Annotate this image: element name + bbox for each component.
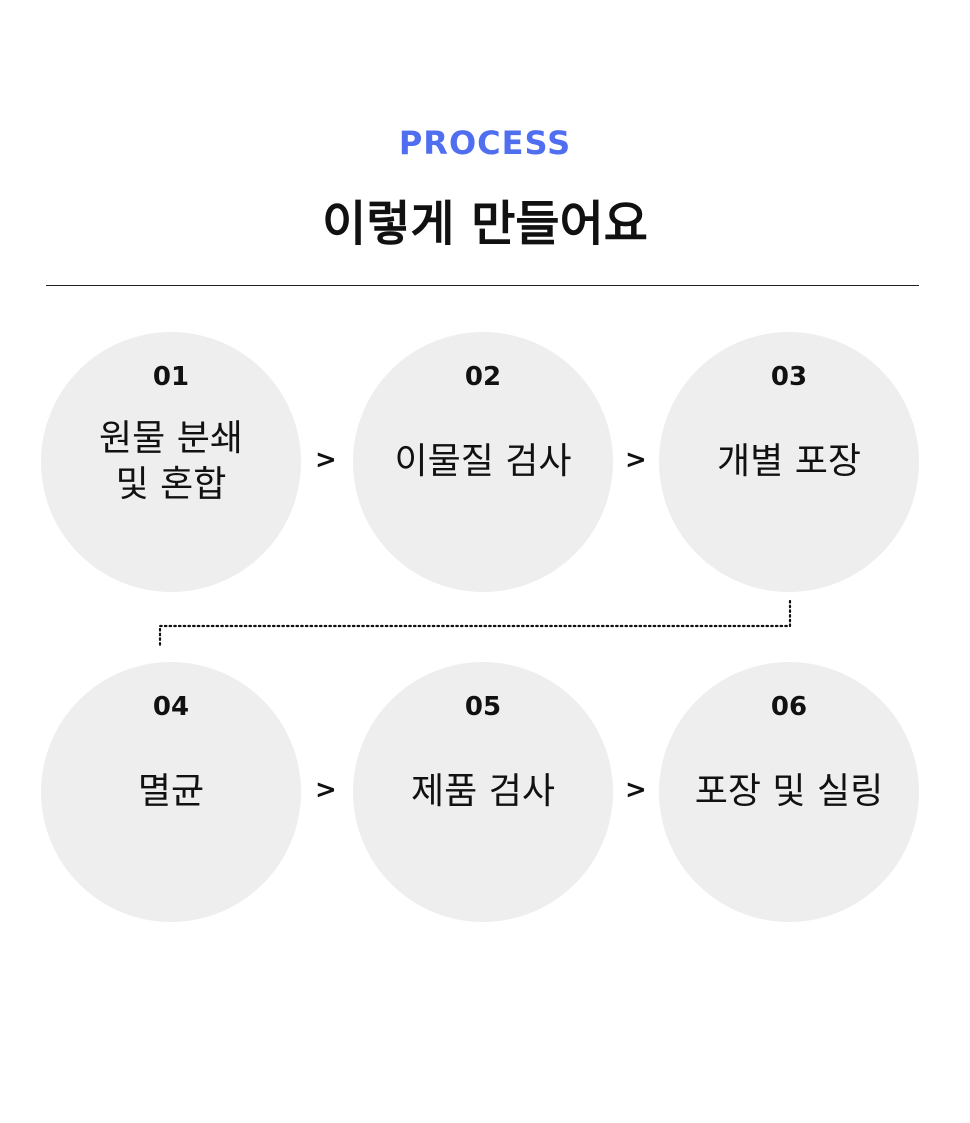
step-number: 02 — [464, 362, 502, 392]
arrow-icon: > — [315, 445, 337, 475]
step-number: 03 — [770, 362, 808, 392]
arrow-icon: > — [315, 775, 337, 805]
step-label: 포장 및 실링 — [694, 771, 884, 812]
process-step-4: 04 멸균 — [41, 662, 301, 922]
process-step-5: 05 제품 검사 — [353, 662, 613, 922]
step-label: 제품 검사 — [411, 771, 555, 812]
step-number: 06 — [770, 692, 808, 722]
dotted-connector — [158, 599, 792, 648]
step-number: 05 — [464, 692, 502, 722]
step-label: 이물질 검사 — [394, 441, 572, 482]
step-number: 01 — [152, 362, 190, 392]
arrow-icon: > — [625, 445, 647, 475]
process-step-3: 03 개별 포장 — [659, 332, 919, 592]
process-step-6: 06 포장 및 실링 — [659, 662, 919, 922]
step-number: 04 — [152, 692, 190, 722]
step-label: 멸균 — [137, 771, 205, 812]
step-label: 원물 분쇄 및 혼합 — [99, 418, 243, 505]
section-title: 이렇게 만들어요 — [322, 196, 648, 252]
process-step-1: 01 원물 분쇄 및 혼합 — [41, 332, 301, 592]
divider — [46, 285, 919, 286]
section-eyebrow: PROCESS — [398, 124, 572, 162]
arrow-icon: > — [625, 775, 647, 805]
step-label: 개별 포장 — [717, 441, 861, 482]
process-step-2: 02 이물질 검사 — [353, 332, 613, 592]
